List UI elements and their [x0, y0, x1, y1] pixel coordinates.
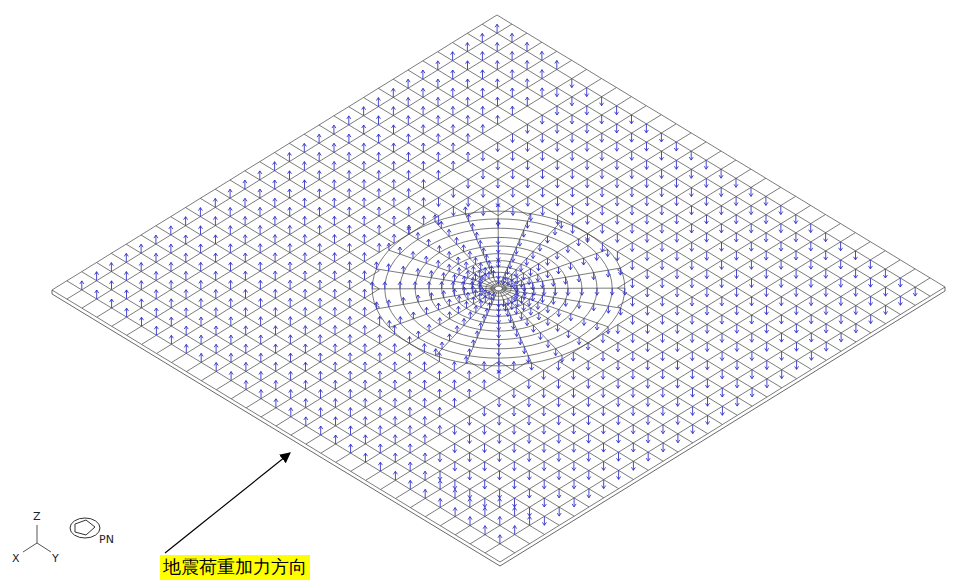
axis-triad: [23, 525, 51, 552]
mesh-lines: [52, 15, 945, 562]
load-direction-arrow: [165, 453, 290, 553]
load-vectors: [80, 24, 917, 544]
note-text: 地震荷重加力方向: [163, 556, 307, 577]
fem-mesh: [52, 15, 945, 566]
axis-label: Y: [52, 553, 59, 564]
load-arrows: [80, 24, 917, 544]
highlight-note: 地震荷重加力方向: [160, 555, 310, 580]
axis-label: Z: [33, 511, 41, 522]
axis-label: X: [12, 553, 20, 564]
axis-label: PN: [99, 534, 114, 545]
pn-symbol: [70, 518, 100, 538]
